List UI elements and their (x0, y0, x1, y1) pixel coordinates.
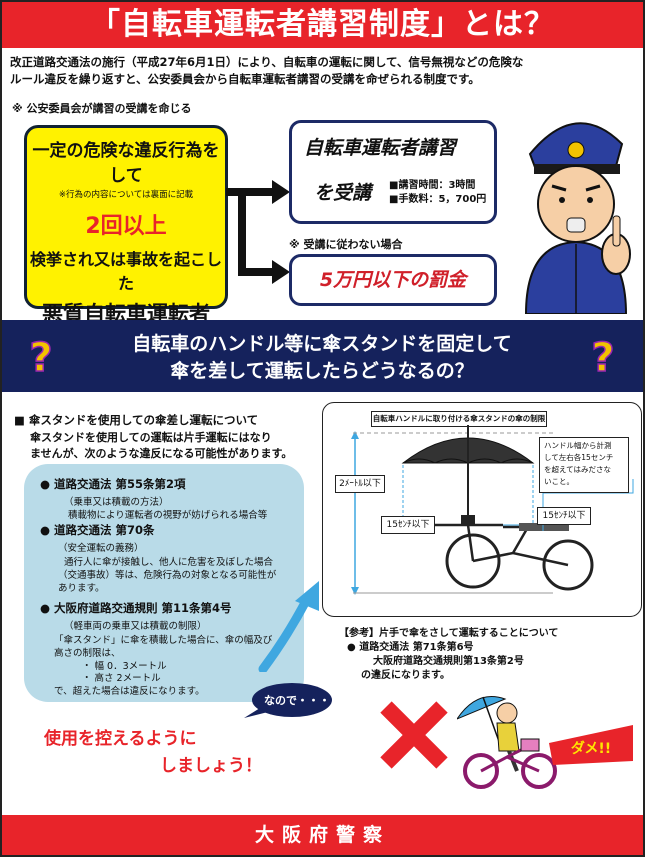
callout-line2: しましょう！ (160, 756, 262, 776)
violation-line3: 検挙され又は事故を起こした (29, 250, 222, 293)
umbrella-body: 傘スタンドを使用しての運転は片手運転にはなり ませんが、次のような違反になる可能… (30, 431, 293, 460)
cross-mark-icon (380, 701, 448, 769)
law-3: ● 大阪府道路交通規則 第11条第4号 (40, 601, 232, 615)
bicycle-umbrella-icon (351, 425, 634, 595)
violation-box: 一定の危険な違反行為をして ※行為の内容については裏面に記載 2回以上 検挙され… (24, 125, 228, 326)
question-mark-icon: ? (29, 335, 54, 377)
lecture-fee: ■手数料：5，700円 (389, 194, 487, 205)
law-box: ● 道路交通法 第55条第2項 （乗車又は積載の方法） 積載物により運転者の視野… (24, 464, 304, 702)
law-1: ● 道路交通法 第55条第2項 (40, 477, 186, 491)
handle-note: ハンドル幅から計測 して左右各15センチ を超えてはみださな いこと。 (539, 437, 629, 493)
violation-footnote: ※行為の内容については裏面に記載 (58, 190, 194, 200)
svg-text:?: ? (29, 335, 52, 377)
commission-note: ※ 公安委員会が講習の受講を命じる (12, 102, 192, 115)
intro-text: 改正道路交通法の施行（平成27年6月1日）により、自転車の運転に関して、信号無視… (10, 55, 524, 86)
police-officer-icon (524, 122, 631, 314)
law-2: ● 道路交通法 第70条 (40, 523, 155, 537)
fine-box: 5万円以下の罰金 (289, 254, 497, 306)
page-title: 「自転車運転者講習制度」とは？ (2, 2, 643, 48)
question-mark-icon: ? (591, 335, 616, 377)
width-left-label: 15ｾﾝﾁ以下 (381, 516, 435, 534)
diagram-title: 自転車ハンドルに取り付ける傘スタンドの傘の制限 (371, 411, 547, 427)
bubble-text: なので・・・ (264, 694, 330, 707)
speech-bubble-icon (244, 683, 332, 718)
footer-org: 大阪府警察 (2, 815, 643, 855)
question-line1: 自転車のハンドル等に傘スタンドを固定して (132, 333, 512, 355)
lecture-hours: ■講習時間：3時間 (389, 180, 476, 191)
callout-line1: 使用を控えるように (44, 729, 197, 749)
lecture-title: 自転車運転者講習 (304, 137, 457, 159)
lecture-box: 自転車運転者講習 を受講 ■講習時間：3時間 ■手数料：5，700円 (289, 120, 497, 224)
umbrella-heading: ■ 傘スタンドを使用しての傘差し運転について (14, 413, 259, 427)
lecture-detail: ■講習時間：3時間 ■手数料：5，700円 (389, 179, 486, 207)
lecture-sub: を受講 (314, 182, 372, 204)
dame-text: ダメ!! (571, 740, 611, 757)
violation-count: 2回以上 (85, 214, 167, 239)
violation-line1: 一定の危険な違反行為をして (32, 141, 220, 186)
umbrella-rider-icon: ダメ!! (457, 696, 633, 789)
question-line2: 傘を差して運転したらどうなるの？ (170, 360, 474, 382)
question-band: 自転車のハンドル等に傘スタンドを固定して 傘を差して運転したらどうなるの？ (2, 320, 643, 392)
height-limit-label: 2ﾒｰﾄﾙ以下 (335, 475, 385, 493)
umbrella-diagram: 自転車ハンドルに取り付ける傘スタンドの傘の制限 2ﾒｰﾄﾙ以下 15ｾﾝﾁ以下 … (322, 402, 642, 617)
curved-arrow-icon (258, 581, 319, 672)
reference-note: 【参考】片手で傘をさして運転することについて ● 道路交通法 第71条第6号 大… (339, 628, 559, 681)
svg-text:?: ? (591, 335, 614, 377)
flow-arrow-icon (226, 180, 290, 284)
refuse-note: ※ 受講に従わない場合 (289, 238, 403, 251)
width-right-label: 15ｾﾝﾁ以下 (537, 507, 591, 525)
